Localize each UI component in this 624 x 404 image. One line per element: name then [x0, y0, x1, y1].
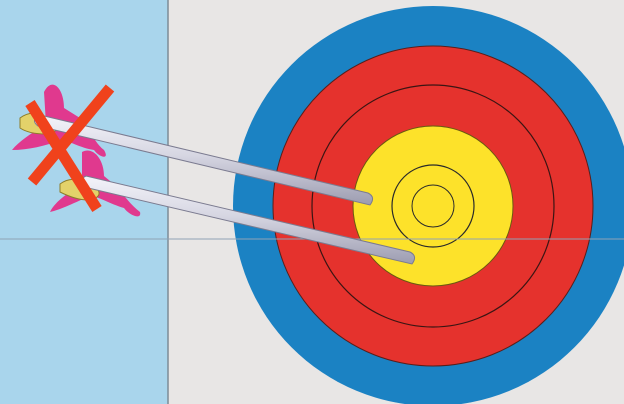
target-ring-yellow [353, 126, 513, 286]
side-panel [0, 0, 168, 404]
archery-target-icon [233, 6, 624, 404]
